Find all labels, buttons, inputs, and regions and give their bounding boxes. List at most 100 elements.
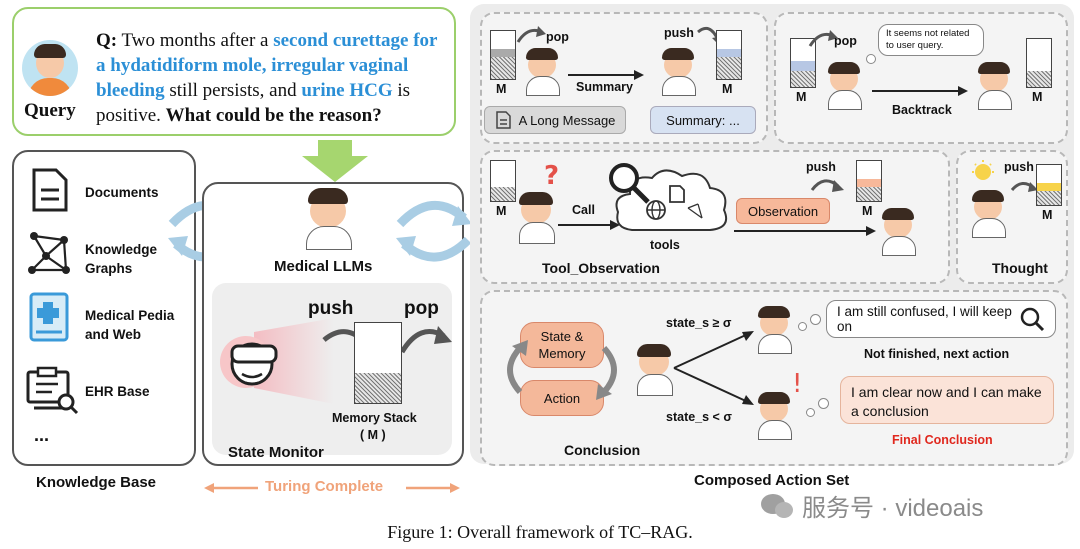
svg-text:!: ! [792, 369, 802, 399]
observation-text: Observation [747, 203, 819, 219]
confused-bubble: I am still confused, I will keep on [826, 300, 1056, 338]
knowledge-graph-icon [28, 232, 70, 274]
down-arrow-icon [302, 140, 368, 182]
medical-llms-label: Medical LLMs [274, 258, 373, 275]
tool-observation-title: Tool_Observation [542, 260, 660, 276]
summary-chip-text: Summary: ... [666, 112, 740, 128]
thought-m: M [1042, 208, 1053, 222]
tool-m2: M [862, 204, 873, 218]
memory-stack-label: Memory Stack [332, 411, 417, 425]
turing-complete-label: Turing Complete [265, 478, 384, 495]
thought-doctor [970, 190, 1006, 238]
state-memory-node: State & Memory [520, 322, 604, 368]
thought-dots-2 [810, 314, 821, 325]
summary-m2: M [722, 82, 733, 96]
long-message-text: A Long Message [518, 112, 616, 128]
summary-pop-arrow-icon [516, 26, 546, 43]
document-icon [32, 168, 68, 212]
thought-dots-3 [806, 408, 815, 417]
thought-dots [866, 54, 876, 64]
wechat-icon [761, 493, 793, 518]
turing-arrow-left-icon [204, 483, 258, 493]
query-highlight-2: urine HCG [301, 80, 393, 101]
memory-stack [354, 322, 402, 404]
query-text: Q: Two months after a second curettage f… [96, 28, 448, 128]
backtrack-stack-before [790, 38, 816, 88]
query-box [12, 7, 456, 136]
kb-item-documents: Documents [85, 185, 159, 200]
long-message-chip: A Long Message [484, 106, 626, 134]
summary-arrow-label: Summary [576, 80, 633, 94]
thought-title: Thought [992, 260, 1048, 276]
summary-doctor-1 [524, 48, 560, 96]
tool-m: M [496, 204, 507, 218]
action-node: Action [520, 380, 604, 416]
tool-push-arrow-icon [810, 179, 844, 192]
summary-chip: Summary: ... [650, 106, 756, 134]
tool-stack [490, 160, 516, 202]
ehr-icon [26, 366, 79, 415]
search-icon [1020, 307, 1045, 332]
summary-pop: pop [546, 30, 569, 44]
call-arrow-icon [558, 220, 620, 230]
conclusion-title: Conclusion [564, 442, 641, 458]
knowledge-base-title: Knowledge Base [36, 474, 157, 491]
sm-pop-label: pop [404, 298, 439, 319]
tool-doctor-2 [880, 208, 916, 256]
exclamation-icon: ! [792, 369, 802, 399]
summary-arrow-icon [568, 70, 644, 80]
q-prefix: Q: [96, 30, 118, 51]
confused-bubble-text: I am still confused, I will keep on [837, 304, 1012, 334]
thought-push-arrow-icon [1010, 182, 1038, 192]
avatar [22, 40, 78, 96]
observation-arrow-icon [734, 226, 876, 236]
kb-item-knowledge-graphs: Knowledge Graphs [85, 242, 158, 276]
condition-ge: state_s ≥ σ [666, 316, 732, 330]
tools-label: tools [650, 238, 680, 252]
thought-dots-1 [798, 322, 807, 331]
state-monitor-title: State Monitor [228, 444, 324, 461]
clear-bubble: I am clear now and I can make a conclusi… [840, 376, 1054, 424]
query-label: Query [24, 100, 76, 121]
query-part-3: is positive. [96, 80, 411, 126]
summary-doctor-2 [660, 48, 696, 96]
lightbulb-icon [972, 160, 994, 180]
sm-push-label: push [308, 298, 354, 319]
conclusion-doctor [634, 344, 674, 396]
thought-stack [1036, 164, 1062, 206]
backtrack-stack-after [1026, 38, 1052, 88]
conclusion-doctor-2 [756, 392, 792, 440]
summary-stack-before [490, 30, 516, 80]
kb-item-medical-pedia: Medical Pedia and Web [85, 308, 175, 342]
backtrack-thought-bubble: It seems not related to user query. [878, 24, 984, 56]
thought-dots-4 [818, 398, 829, 409]
watermark-text: 服务号 · videoais [802, 495, 984, 522]
figure-caption: Figure 1: Overall framework of TC–RAG. [387, 522, 693, 542]
question-mark-icon: ? [544, 161, 559, 191]
backtrack-m1: M [796, 90, 807, 104]
call-label: Call [572, 203, 595, 217]
svg-text:?: ? [544, 161, 559, 191]
summary-m1: M [496, 82, 507, 96]
query-part-2: still persists, and [169, 80, 297, 101]
summary-push: push [664, 26, 694, 40]
query-question: What could be the reason? [165, 105, 382, 126]
not-finished-label: Not finished, next action [864, 347, 1010, 361]
watermark: 服务号 · videoais [760, 488, 983, 523]
backtrack-pop-arrow-icon [808, 30, 838, 47]
kb-item-ehr: EHR Base [85, 384, 150, 399]
kb-item-more: ... [34, 425, 50, 445]
memory-stack-sub: ( M ) [360, 428, 386, 442]
thought-push: push [1004, 160, 1034, 174]
tool-push: push [806, 160, 836, 174]
query-highlight-1: second curettage for a hydatidiform mole… [96, 30, 438, 101]
turing-arrow-right-icon [406, 483, 460, 493]
backtrack-pop: pop [834, 34, 857, 48]
backtrack-arrow-icon [872, 86, 968, 96]
magnifier-icon [609, 163, 650, 204]
branch-arrows-icon [673, 331, 754, 405]
loop-arrows-icon [507, 340, 617, 400]
tool-doctor [516, 192, 556, 244]
composed-action-set-title: Composed Action Set [694, 472, 850, 489]
observation-chip: Observation [736, 198, 830, 224]
